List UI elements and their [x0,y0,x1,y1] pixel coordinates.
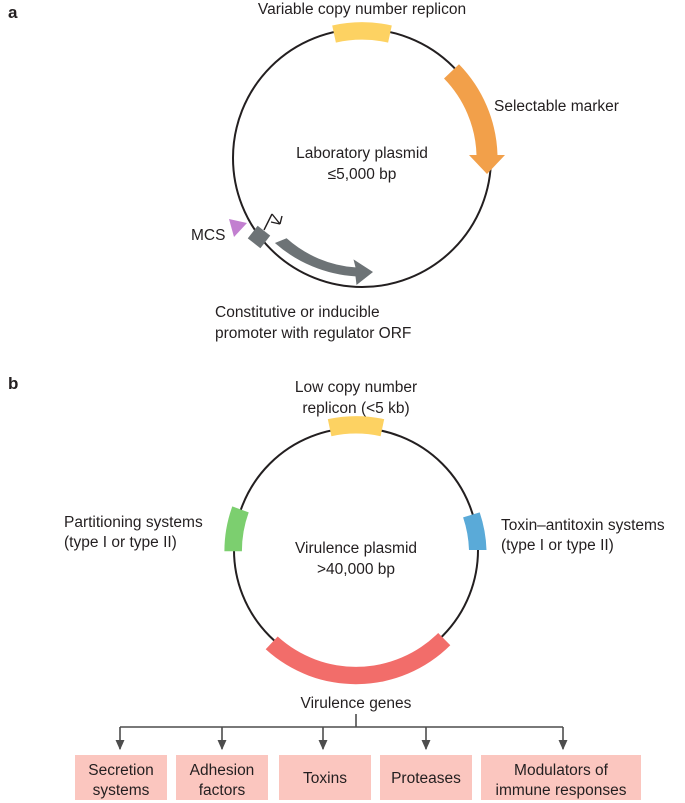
box-adhesion-line1: Adhesion [190,762,255,779]
box-toxins [279,755,371,800]
toxin-antitoxin-label-line1: Toxin–antitoxin systems [501,517,665,534]
box-adhesion-line2: factors [199,782,246,799]
promoter-regulator-arrow [274,238,373,285]
virulence-plasmid-size: >40,000 bp [317,561,395,578]
partitioning-label-line2: (type I or type II) [64,534,177,551]
mcs-triangle [229,219,247,237]
transcription-start-arrow [263,213,273,231]
low-copy-replicon-label-line1: Low copy number [295,379,417,396]
box-adhesion-factors [176,755,268,800]
partitioning-segment [224,506,249,552]
transcription-start-arrow-head [270,213,283,225]
low-copy-replicon-segment [327,416,385,437]
laboratory-plasmid-size: ≤5,000 bp [328,166,397,183]
virulence-genes-segment [265,633,451,685]
box-secretion-systems [75,755,167,800]
laboratory-plasmid-name: Laboratory plasmid [296,145,428,162]
promoter-box [247,225,271,249]
partitioning-label-line1: Partitioning systems [64,514,203,531]
variable-replicon-label: Variable copy number replicon [258,1,466,18]
virulence-plasmid-name: Virulence plasmid [295,540,417,557]
virulence-genes-label: Virulence genes [301,695,412,712]
selectable-marker-arrow [444,64,505,174]
box-toxins-label: Toxins [303,770,347,787]
box-proteases-label: Proteases [391,770,461,787]
panel-a-label: a [8,3,18,22]
selectable-marker-label: Selectable marker [494,98,619,115]
variable-replicon-segment [332,22,392,43]
mcs-label: MCS [191,227,225,244]
box-modulators-line2: immune responses [496,782,627,799]
promoter-label-line2: promoter with regulator ORF [215,325,411,342]
toxin-antitoxin-label-line2: (type I or type II) [501,537,614,554]
box-secretion-line1: Secretion [88,762,153,779]
toxin-antitoxin-segment [463,512,487,550]
box-proteases [380,755,472,800]
panel-b-label: b [8,374,18,393]
box-immune-modulators [481,755,641,800]
box-secretion-line2: systems [93,782,150,799]
low-copy-replicon-label-line2: replicon (<5 kb) [302,400,409,417]
box-modulators-line1: Modulators of [514,762,609,779]
promoter-label-line1: Constitutive or inducible [215,304,380,321]
